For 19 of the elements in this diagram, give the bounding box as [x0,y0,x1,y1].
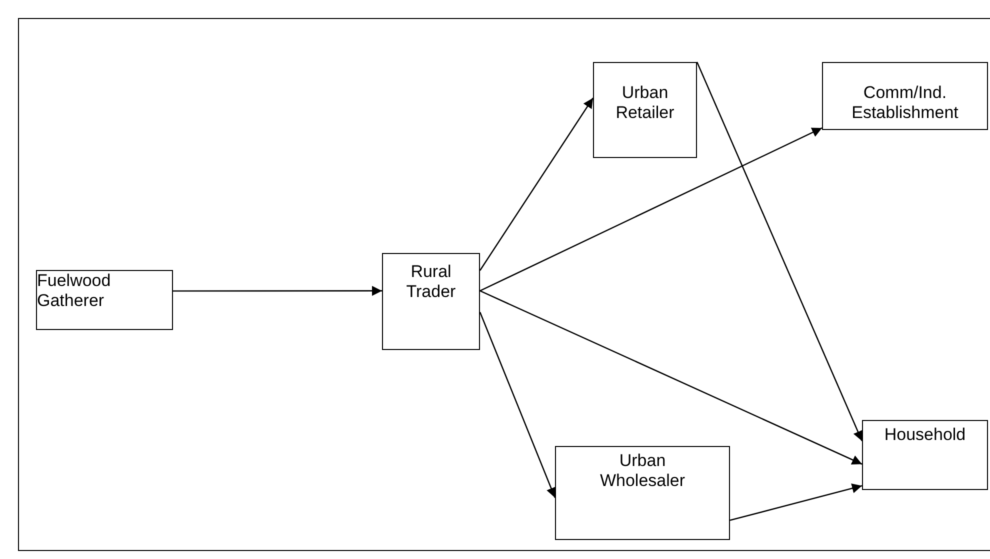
box-label: Comm/Ind. Establishment [850,83,960,123]
arrow [480,127,822,292]
box-label: Urban Retailer [614,83,676,123]
arrow [173,286,382,296]
box-label: Fuelwood Gatherer [37,271,112,311]
arrow [696,62,863,442]
arrow [479,98,594,271]
arrow [479,312,556,498]
process-box [555,446,730,540]
box-label: Urban Wholesaler [598,451,686,491]
process-box [36,270,173,330]
box-label: Rural Trader [405,262,457,302]
arrow [730,484,862,521]
process-box [593,62,697,158]
arrow [480,290,862,465]
box-label: Household [883,425,967,445]
process-box [862,420,988,490]
process-box [382,253,480,350]
process-box [822,62,988,130]
